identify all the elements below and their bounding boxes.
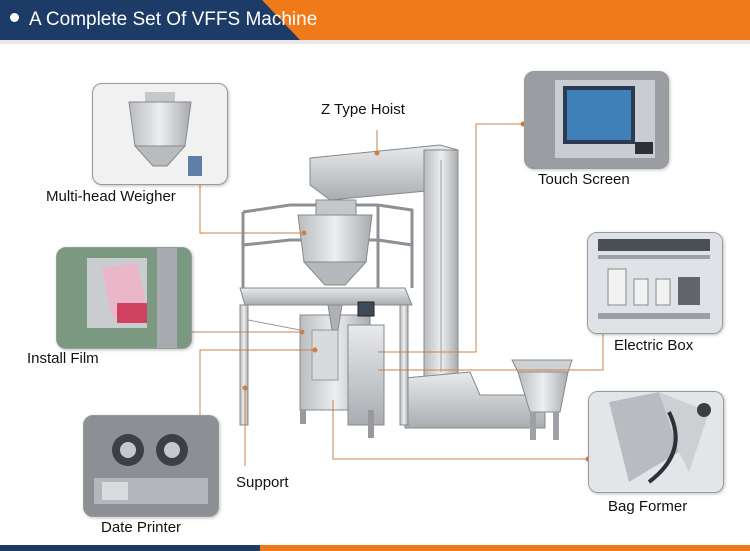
multi-head-weigher-photo — [92, 83, 228, 185]
callout-date-printer — [199, 349, 315, 415]
callout-lines — [192, 123, 604, 466]
z-type-hoist — [309, 144, 546, 429]
callout-bag-former — [332, 400, 588, 460]
output-conveyor — [511, 359, 573, 440]
bag-former-photo — [588, 391, 724, 493]
bullet-icon — [10, 13, 19, 23]
label-install-film: Install Film — [27, 350, 99, 367]
platform-railing — [241, 203, 414, 288]
footer-bar — [0, 545, 750, 551]
banner-title-wrap: A Complete Set Of VFFS Machine — [10, 7, 317, 33]
banner-shadow — [0, 40, 750, 44]
electric-box-photo — [587, 232, 723, 334]
label-support: Support — [236, 474, 289, 491]
label-date-printer: Date Printer — [101, 519, 182, 536]
callout-electric-box — [378, 322, 604, 371]
vffs-packing-body — [299, 301, 385, 438]
footer-bar-blue — [0, 545, 260, 551]
callout-touch-screen — [378, 123, 523, 353]
callout-weigher — [199, 168, 304, 234]
touch-screen-photo — [524, 71, 669, 169]
date-printer-photo — [83, 415, 219, 517]
label-multi-head-weigher: Multi-head Weigher — [46, 188, 176, 205]
page-title: A Complete Set Of VFFS Machine — [29, 9, 318, 30]
footer-bar-orange — [260, 545, 750, 551]
banner-blue-band — [0, 0, 300, 40]
header-banner: A Complete Set Of VFFS Machine — [0, 0, 750, 44]
install-film-photo — [56, 247, 192, 349]
support-platform — [239, 287, 413, 426]
label-electric-box: Electric Box — [614, 337, 694, 354]
weigher-unit — [297, 199, 373, 286]
label-touch-screen: Touch Screen — [538, 171, 630, 188]
label-z-type-hoist: Z Type Hoist — [321, 101, 405, 118]
label-bag-former: Bag Former — [608, 498, 688, 515]
